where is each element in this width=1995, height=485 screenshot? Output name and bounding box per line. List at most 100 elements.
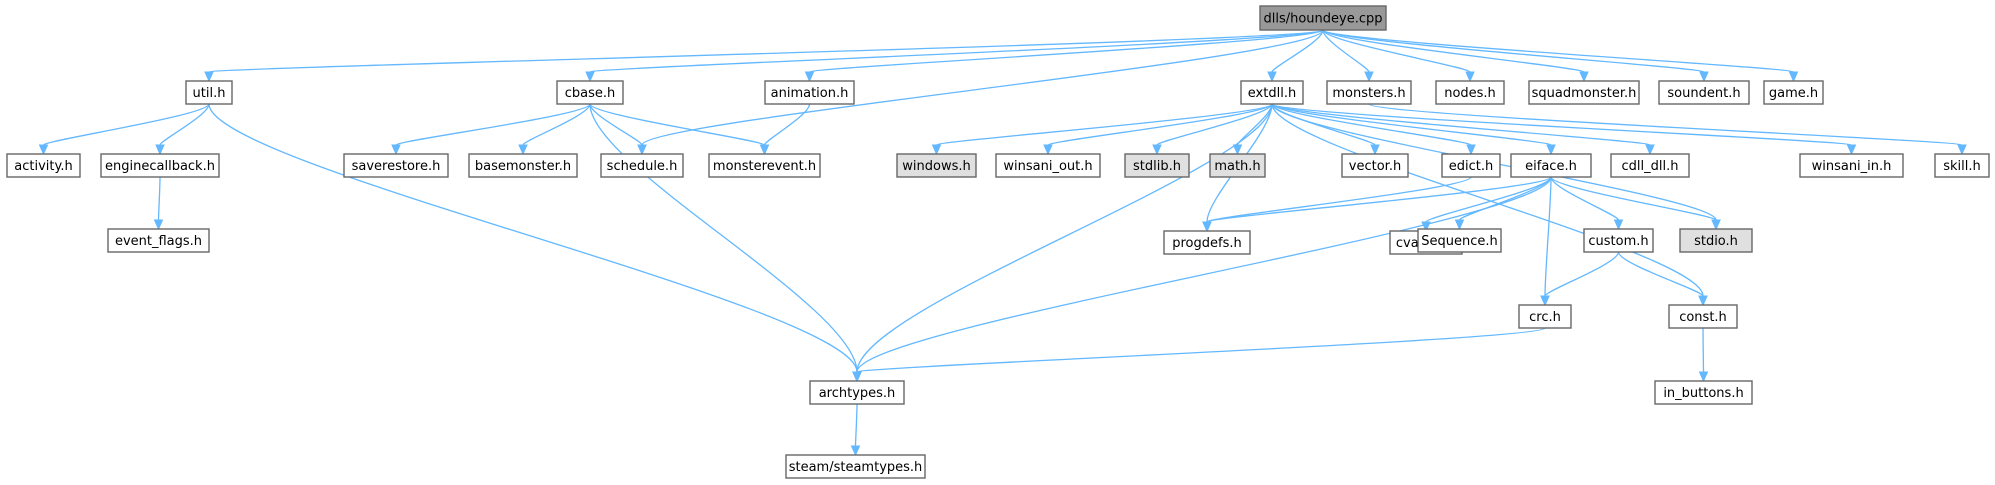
- edge-arrowhead: [585, 71, 595, 83]
- node-box: [1209, 153, 1266, 178]
- node-squadmonster[interactable]: squadmonster.h: [1528, 80, 1640, 105]
- edge-cbase-to-schedule: [589, 103, 647, 156]
- node-label: winsani_out.h: [1003, 159, 1092, 174]
- edge-arrowhead: [1579, 71, 1589, 83]
- edge-line: [1544, 176, 1552, 297]
- node-stdlib[interactable]: stdlib.h: [1124, 153, 1190, 178]
- node-util[interactable]: util.h: [185, 80, 233, 105]
- node-const[interactable]: const.h: [1668, 304, 1738, 329]
- node-windows[interactable]: windows.h: [896, 153, 977, 178]
- node-box: [896, 153, 977, 178]
- node-soundent[interactable]: soundent.h: [1658, 80, 1750, 105]
- node-schedule[interactable]: schedule.h: [600, 153, 684, 178]
- edge-arrowhead: [1711, 219, 1721, 231]
- edge-arrowhead: [804, 71, 815, 83]
- node-box: [1341, 153, 1409, 178]
- node-stdio[interactable]: stdio.h: [1679, 228, 1753, 253]
- node-edict[interactable]: edict.h: [1441, 153, 1501, 178]
- node-root[interactable]: dlls/houndeye.cpp: [1259, 5, 1387, 31]
- node-box: [107, 228, 210, 253]
- edge-util-to-enginecallback: [155, 103, 210, 156]
- node-crc[interactable]: crc.h: [1518, 304, 1572, 329]
- edge-extdll-to-winsani_in: [1271, 103, 1857, 156]
- edge-line: [589, 103, 643, 146]
- node-basemonster[interactable]: basemonster.h: [468, 153, 578, 178]
- edge-arrowhead: [1698, 295, 1708, 307]
- edge-root-to-game: [1322, 29, 1799, 83]
- node-extdll[interactable]: extdll.h: [1240, 80, 1304, 105]
- edge-line: [1322, 29, 1795, 73]
- node-animation[interactable]: animation.h: [764, 80, 855, 105]
- edge-eiface-to-custom: [1550, 176, 1624, 231]
- edge-root-to-soundent: [1322, 29, 1709, 83]
- edge-root-to-monsters: [1322, 29, 1374, 83]
- edge-line: [1156, 103, 1273, 146]
- edge-line: [159, 103, 210, 146]
- edge-root-to-nodes: [1322, 29, 1475, 83]
- node-box: [708, 153, 821, 178]
- node-custom[interactable]: custom.h: [1583, 228, 1654, 253]
- node-sequence[interactable]: Sequence.h: [1417, 228, 1502, 253]
- node-archtypes[interactable]: archtypes.h: [809, 380, 905, 405]
- node-label: progdefs.h: [1172, 236, 1242, 251]
- node-in_buttons[interactable]: in_buttons.h: [1654, 380, 1753, 405]
- edge-root-to-util: [204, 29, 1324, 83]
- edge-arrowhead: [931, 144, 942, 156]
- node-cdll_dll[interactable]: cdll_dll.h: [1610, 153, 1690, 178]
- node-steamtypes[interactable]: steam/steamtypes.h: [785, 454, 926, 479]
- edge-line: [1271, 29, 1324, 73]
- node-box: [100, 153, 220, 178]
- edge-arrowhead: [1364, 71, 1374, 83]
- edge-line: [1271, 103, 1704, 297]
- edge-eiface-to-archtypes: [852, 176, 1552, 383]
- edge-util-to-activity: [38, 103, 210, 156]
- edge-line: [808, 29, 1324, 73]
- edge-extdll-to-edict: [1271, 103, 1476, 156]
- edge-line: [856, 103, 1273, 373]
- node-skill[interactable]: skill.h: [1934, 153, 1990, 178]
- node-winsani_out[interactable]: winsani_out.h: [995, 153, 1101, 178]
- edge-eiface-to-sequence: [1454, 176, 1552, 231]
- node-box: [785, 454, 926, 479]
- node-label: extdll.h: [1248, 86, 1296, 101]
- edge-const-to-in_buttons: [1698, 327, 1709, 383]
- edge-enginecallback-to-event_flags: [153, 176, 164, 231]
- node-cbase[interactable]: cbase.h: [556, 80, 624, 105]
- edge-monsters-to-skill: [1368, 103, 1967, 156]
- edge-animation-to-monsterevent: [759, 103, 811, 156]
- edge-extdll-to-winsani_out: [1043, 103, 1273, 156]
- edge-line: [1271, 103, 1472, 146]
- node-activity[interactable]: activity.h: [6, 153, 81, 178]
- edge-line: [1322, 29, 1705, 73]
- node-label: edict.h: [1449, 159, 1493, 174]
- node-eiface[interactable]: eiface.h: [1510, 153, 1592, 178]
- node-saverestore[interactable]: saverestore.h: [343, 153, 449, 178]
- node-box: [1510, 153, 1592, 178]
- edge-line: [589, 29, 1324, 73]
- node-box: [1528, 80, 1640, 105]
- edge-line: [1702, 327, 1705, 373]
- edge-arrowhead: [1267, 71, 1277, 83]
- edge-arrowhead: [1699, 71, 1709, 83]
- node-math[interactable]: math.h: [1209, 153, 1266, 178]
- node-label: cdll_dll.h: [1622, 159, 1679, 174]
- edge-arrowhead: [1613, 219, 1624, 231]
- edge-line: [589, 103, 766, 146]
- node-winsani_in[interactable]: winsani_in.h: [1799, 153, 1904, 178]
- edge-extdll-to-eiface: [1271, 103, 1556, 156]
- node-nodes[interactable]: nodes.h: [1435, 80, 1505, 105]
- edge-arrowhead: [1232, 144, 1243, 156]
- edge-crc-to-archtypes: [852, 327, 1546, 383]
- node-monsters[interactable]: monsters.h: [1326, 80, 1412, 105]
- edge-arrowhead: [204, 71, 214, 83]
- node-box: [1163, 230, 1251, 255]
- edge-root-to-squadmonster: [1322, 29, 1589, 83]
- node-enginecallback[interactable]: enginecallback.h: [100, 153, 220, 178]
- nodes-layer: dlls/houndeye.cpp util.h cbase.h animation.…: [6, 5, 1990, 479]
- node-monsterevent[interactable]: monsterevent.h: [708, 153, 821, 178]
- node-game[interactable]: game.h: [1763, 80, 1824, 105]
- node-progdefs[interactable]: progdefs.h: [1163, 230, 1251, 255]
- node-event_flags[interactable]: event_flags.h: [107, 228, 210, 253]
- node-vector[interactable]: vector.h: [1341, 153, 1409, 178]
- node-label: schedule.h: [607, 159, 678, 174]
